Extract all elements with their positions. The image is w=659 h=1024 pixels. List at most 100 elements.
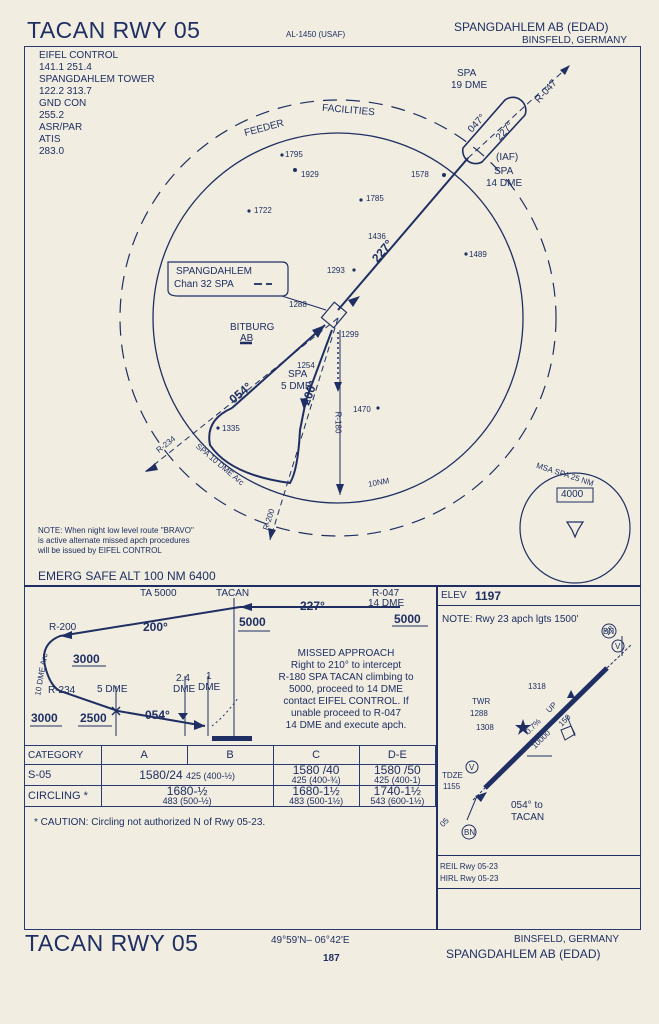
table-cell: 1580/24 425 (400-½) xyxy=(100,764,274,786)
radial-234-line xyxy=(144,317,339,473)
minima-value: 1580 /40 xyxy=(292,763,340,777)
comm-line: GND CON xyxy=(39,98,87,109)
elevation-label: 1722 xyxy=(254,206,272,215)
minima-value: 483 (500-½) xyxy=(162,796,212,806)
bitburg-ab-label: AB xyxy=(240,333,254,344)
profile-tacan-label: TACAN xyxy=(216,588,250,599)
spa5-name: SPA xyxy=(288,369,308,380)
approach-lights-05 xyxy=(472,787,486,801)
msa-box xyxy=(556,487,594,503)
profile-dme1: 1 xyxy=(206,671,212,682)
profile-alt-3000-arc: 3000 xyxy=(31,711,58,725)
minima-value: 425 (400-1) xyxy=(374,775,421,785)
obstacle-1308: 1308 xyxy=(476,723,494,732)
profile-course-200: 200° xyxy=(143,620,168,634)
minima-value: 1580 /50 xyxy=(373,763,421,777)
inbound-course-tacan: TACAN xyxy=(511,812,545,823)
transition-altitude: TA 5000 xyxy=(140,588,177,599)
navaid-leader xyxy=(281,295,327,311)
spa14-dme: 14 DME xyxy=(486,178,523,189)
airport-location: BINSFELD, GERMANY xyxy=(522,35,628,46)
note-line: is active alternate missed apch procedur… xyxy=(38,536,190,545)
vasi-circle xyxy=(465,760,479,774)
page-number: 187 xyxy=(323,953,340,964)
bravo-note: NOTE: When night low level route "BRAVO"… xyxy=(38,526,194,556)
minima-value: 1680-1½ xyxy=(292,784,340,798)
minima-value: 483 (500-1½) xyxy=(289,796,344,806)
missed-line: Right to 210° to intercept xyxy=(290,660,402,671)
spa19-name: SPA xyxy=(457,68,477,79)
tacan-symbol xyxy=(320,301,348,329)
minima-value: 425 (400-½) xyxy=(185,771,236,781)
comm-line: 141.1 251.4 xyxy=(39,62,92,73)
profile-r200: R-200 xyxy=(49,622,77,633)
beacon-circle xyxy=(461,824,477,840)
tower-elevation: 1288 xyxy=(470,709,488,718)
minima-value: 425 (400-¾) xyxy=(291,775,341,785)
inbound-arrow xyxy=(475,792,487,802)
approach-lights-note: NOTE: Rwy 23 apch lgts 1500' xyxy=(442,614,579,625)
vasi-label: V xyxy=(615,642,621,651)
radial-047-line xyxy=(467,64,571,159)
profile-dme1-unit: DME xyxy=(198,682,221,693)
building xyxy=(560,725,576,741)
note-line: will be issued by EIFEL CONTROL xyxy=(38,546,162,555)
minima-value: 1680-½ xyxy=(166,784,208,798)
minima-table: CATEGORY A B C D-E S-05 1580/24 425 (400… xyxy=(24,745,437,807)
elevation-label: 1470 xyxy=(353,405,371,414)
profile-r234: R-234 xyxy=(48,685,76,696)
outbound-200-arrow xyxy=(300,398,309,410)
obstacle-dot xyxy=(376,406,380,410)
profile-arrow xyxy=(240,603,252,611)
missed-arrow xyxy=(334,382,342,392)
radial-180-label: R-180 xyxy=(333,411,343,434)
profile-approach-path xyxy=(43,606,241,727)
course-054 xyxy=(231,324,326,409)
footer-title: TACAN RWY 05 xyxy=(25,930,199,956)
radial-200-line xyxy=(269,317,339,541)
minima-value: 543 (600-1½) xyxy=(370,796,425,806)
profile-alt-2500: 2500 xyxy=(80,711,107,725)
obstacle-dot xyxy=(280,153,284,157)
tdze-label: TDZE xyxy=(442,771,463,780)
elevation-label: 1293 xyxy=(327,266,345,275)
profile-r047: R-047 xyxy=(372,588,400,599)
footer-location: BINSFELD, GERMANY xyxy=(514,934,620,945)
tdze-elevation: 1155 xyxy=(443,782,461,791)
comm-line: 122.2 313.7 xyxy=(39,86,92,97)
obstacle-1318: 1318 xyxy=(528,682,546,691)
inbound-course-227 xyxy=(337,157,469,311)
plan-view xyxy=(119,64,631,584)
navaid-box xyxy=(167,261,289,297)
section-divider xyxy=(24,585,641,587)
runway-bar xyxy=(212,736,252,741)
elevation-label: 1288 xyxy=(289,300,307,309)
vasi-label: V xyxy=(469,763,475,772)
missed-line: R-180 SPA TACAN climbing to xyxy=(278,672,414,683)
chart-code: AL-1450 (USAF) xyxy=(286,30,346,39)
inbound-course: 054° to xyxy=(511,800,543,811)
elevation-label: 1785 xyxy=(366,194,384,203)
reil-note: REIL Rwy 05-23 xyxy=(440,862,498,871)
navaid-chan: Chan 32 SPA xyxy=(174,279,234,290)
elevation-label: 1436 xyxy=(368,232,386,241)
missed-approach-block: MISSED APPROACH Right to 210° to interce… xyxy=(268,648,424,732)
radial-047-arrow xyxy=(560,65,570,75)
footer-airport: SPANGDAHLEM AB (EDAD) xyxy=(446,947,601,961)
elevation-label: ELEV xyxy=(441,590,467,601)
profile-dme5: 5 DME xyxy=(97,684,128,695)
obstacle-dot xyxy=(247,209,251,213)
radial-200-arrow xyxy=(268,528,276,540)
section-divider xyxy=(436,888,641,889)
profile-course-054: 054° xyxy=(145,708,170,722)
elevation-label: 1254 xyxy=(297,361,315,370)
vasi-circle xyxy=(611,639,625,653)
obstacle-dot xyxy=(464,252,468,256)
inbound-054-line xyxy=(466,795,478,821)
minima-value: 1740-1½ xyxy=(373,784,422,798)
profile-arrow xyxy=(60,631,72,639)
